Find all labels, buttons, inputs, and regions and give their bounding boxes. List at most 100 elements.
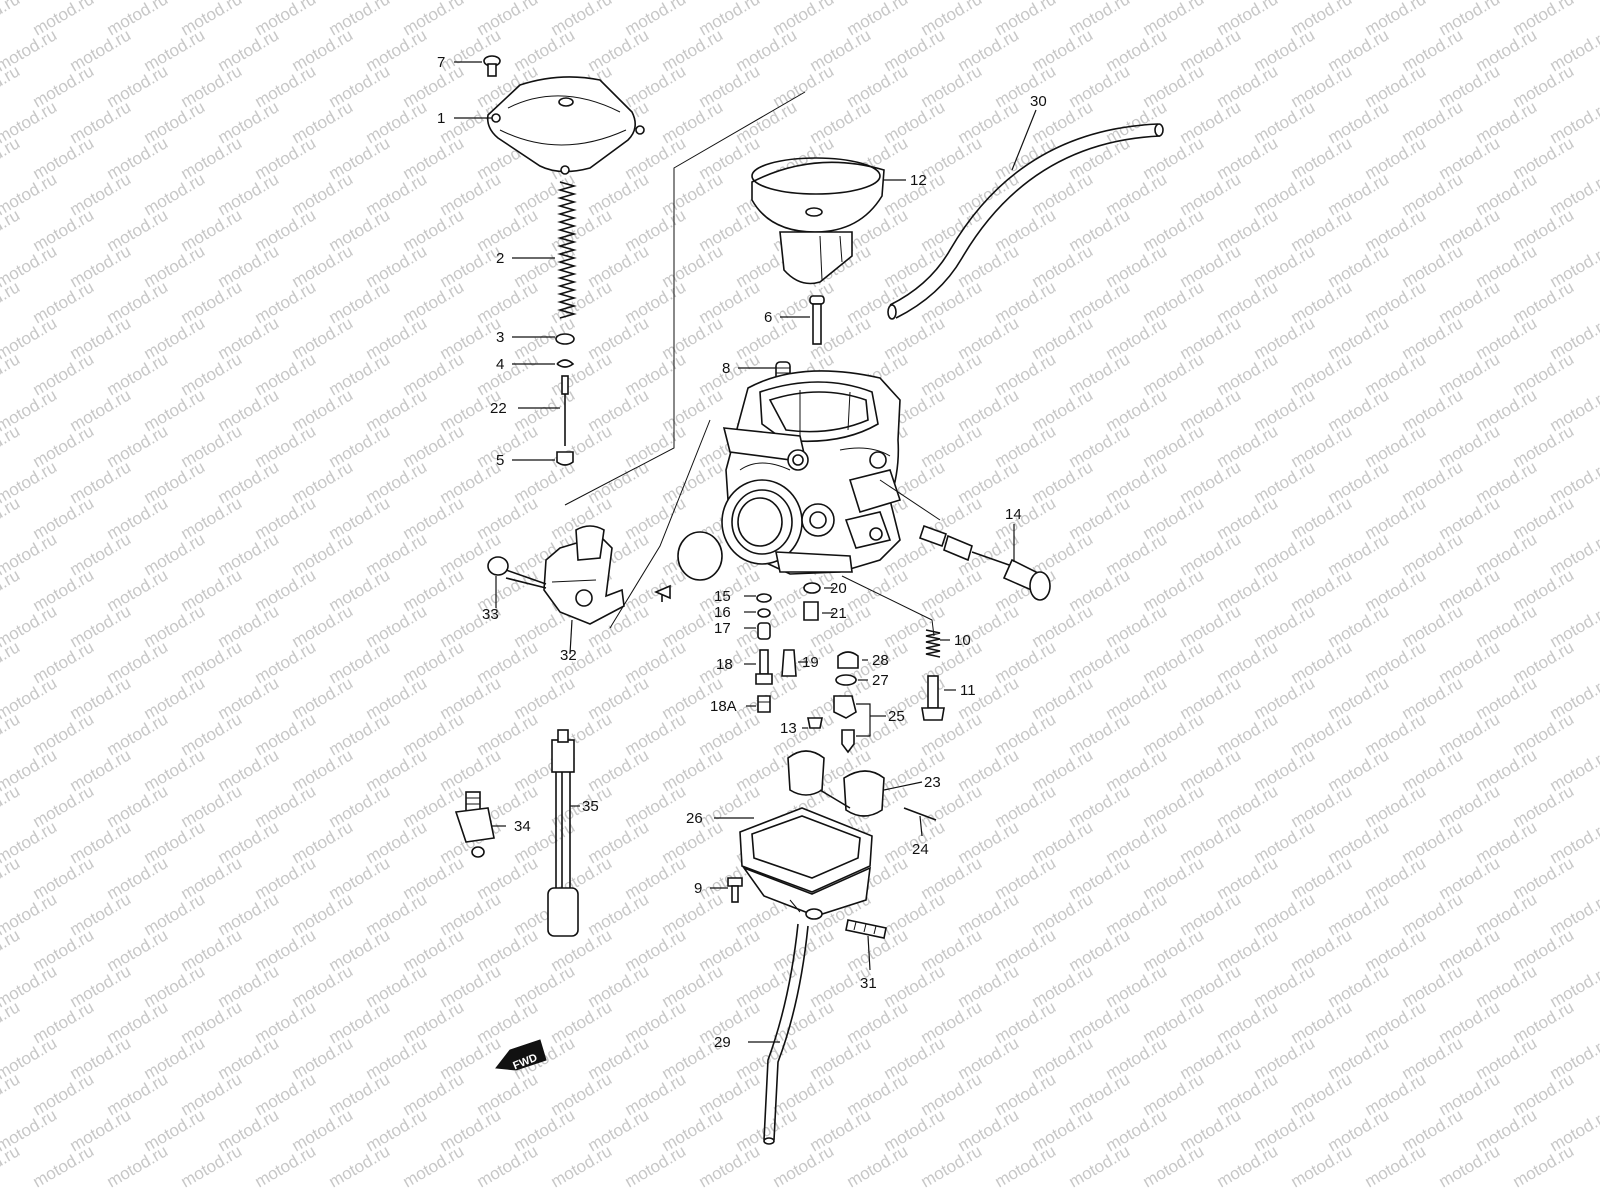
callout-27: 27: [872, 672, 889, 689]
watermark-text: motod.ru: [0, 709, 23, 759]
watermark-text: motod.ru: [0, 421, 23, 471]
callout-11: 11: [960, 682, 976, 699]
callout-15: 15: [714, 588, 731, 605]
watermark-text: motod.ru: [0, 277, 23, 327]
callout-8: 8: [722, 360, 730, 377]
part-17-jet: [757, 622, 771, 640]
part-30-hose: [889, 123, 1159, 306]
watermark-text: motod.ru: [0, 1141, 23, 1191]
assembly-guide-line: [564, 91, 806, 506]
watermark-text: motod.ru: [104, 1141, 172, 1191]
callout-30: 30: [1030, 93, 1047, 110]
callout-32: 32: [560, 647, 577, 664]
watermark-text: motod.ru: [178, 1141, 246, 1191]
callout-34: 34: [514, 818, 531, 835]
watermark-text: motod.ru: [0, 1069, 23, 1119]
watermark-text: motod.ru: [30, 1141, 98, 1191]
part-5-needle-holder: [556, 451, 574, 466]
part-14-throttle-adjuster: [918, 524, 1051, 601]
part-34-sensor: [454, 791, 495, 858]
part-18A-jet: [757, 695, 771, 713]
watermark-text: motod.ru: [548, 1141, 616, 1191]
callout-24: 24: [912, 841, 929, 858]
part-9-screw: [727, 877, 743, 903]
part-23-float: [787, 750, 885, 817]
watermark-text: motod.ru: [770, 1141, 838, 1191]
part-25-float-valve: [833, 695, 857, 754]
watermark-text: motod.ru: [252, 1141, 320, 1191]
part-31-drain-screw: [845, 919, 887, 939]
callout-3: 3: [496, 329, 504, 346]
callout-33: 33: [482, 606, 499, 623]
callout-7: 7: [437, 54, 445, 71]
callout-9: 9: [694, 880, 702, 897]
part-21-screw: [803, 601, 819, 621]
callout-28: 28: [872, 652, 889, 669]
watermark-text: motod.ru: [622, 1141, 690, 1191]
part-15-oring: [756, 593, 772, 603]
callout-18A: 18A: [710, 698, 737, 715]
watermark-text: motod.ru: [0, 853, 23, 903]
watermark-text: motod.ru: [0, 565, 23, 615]
watermark-text: motod.ru: [0, 493, 23, 543]
callout-23: 23: [924, 774, 941, 791]
part-22-jet-needle: [561, 375, 569, 446]
parts-drawing: FWD: [454, 55, 1164, 1145]
part-16-washer: [757, 608, 771, 618]
watermark-text: motod.ru: [918, 1141, 986, 1191]
part-gasket-disc: [677, 531, 723, 581]
watermark-text: motod.ru: [0, 925, 23, 975]
watermark-text: motod.ru: [0, 349, 23, 399]
watermark-text: motod.ru: [1140, 1141, 1208, 1191]
watermark-text: motod.ru: [992, 1141, 1060, 1191]
callout-21: 21: [830, 605, 847, 622]
watermark-text: motod.ru: [0, 781, 23, 831]
watermark-text: motod.ru: [1510, 1141, 1578, 1191]
callout-16: 16: [714, 604, 731, 621]
part-26-float-bowl: [739, 807, 873, 920]
part-10-spring: [925, 629, 941, 658]
part-12-diaphragm-piston: [751, 157, 885, 285]
callout-1: 1: [437, 110, 445, 127]
part-small-screw: [653, 584, 671, 602]
watermark-text: motod.ru: [1436, 1141, 1504, 1191]
callout-26: 26: [686, 810, 703, 827]
watermark-text: motod.ru: [474, 1141, 542, 1191]
part-6-screw: [809, 295, 825, 345]
part-4-clip: [556, 359, 575, 368]
part-28-cap: [837, 651, 859, 669]
watermark-text: motod.ru: [0, 205, 23, 255]
part-3-washer: [555, 333, 575, 345]
callout-12: 12: [910, 172, 927, 189]
part-35-wire-harness: [547, 729, 579, 937]
part-24-float-pin: [903, 807, 937, 821]
part-27-oring: [835, 674, 857, 686]
part-29-drain-hose: [763, 923, 799, 1141]
callout-labels: 7 1 2 3 4 22 5 6 8 12 30 14 10 11 15 16 …: [437, 54, 1047, 1051]
callout-10: 10: [954, 632, 971, 649]
callout-35: 35: [582, 798, 599, 815]
part-19-pilot-jet: [781, 649, 797, 677]
watermark-text: motod.ru: [326, 1141, 394, 1191]
carburetor-body: [721, 370, 902, 575]
assembly-guide-line-3: [841, 575, 935, 637]
assembly-guide-line-2: [609, 419, 711, 629]
callout-29: 29: [714, 1034, 731, 1051]
callout-22: 22: [490, 400, 507, 417]
callout-19: 19: [802, 654, 819, 671]
watermark-text: motod.ru: [0, 0, 23, 39]
callout-13: 13: [780, 720, 797, 737]
watermark-text: motod.ru: [1214, 1141, 1282, 1191]
watermark-text: motod.ru: [0, 637, 23, 687]
callout-5: 5: [496, 452, 504, 469]
callout-20: 20: [830, 580, 847, 597]
watermark-text: motod.ru: [1066, 1141, 1134, 1191]
watermark-text: motod.ru: [0, 133, 23, 183]
callout-2: 2: [496, 250, 504, 267]
part-32-throttle-sensor: [543, 525, 625, 625]
callout-25: 25: [888, 708, 905, 725]
part-33-screw: [487, 556, 547, 589]
watermark-text: motod.ru: [696, 1141, 764, 1191]
watermark-text: motod.ru: [400, 1141, 468, 1191]
